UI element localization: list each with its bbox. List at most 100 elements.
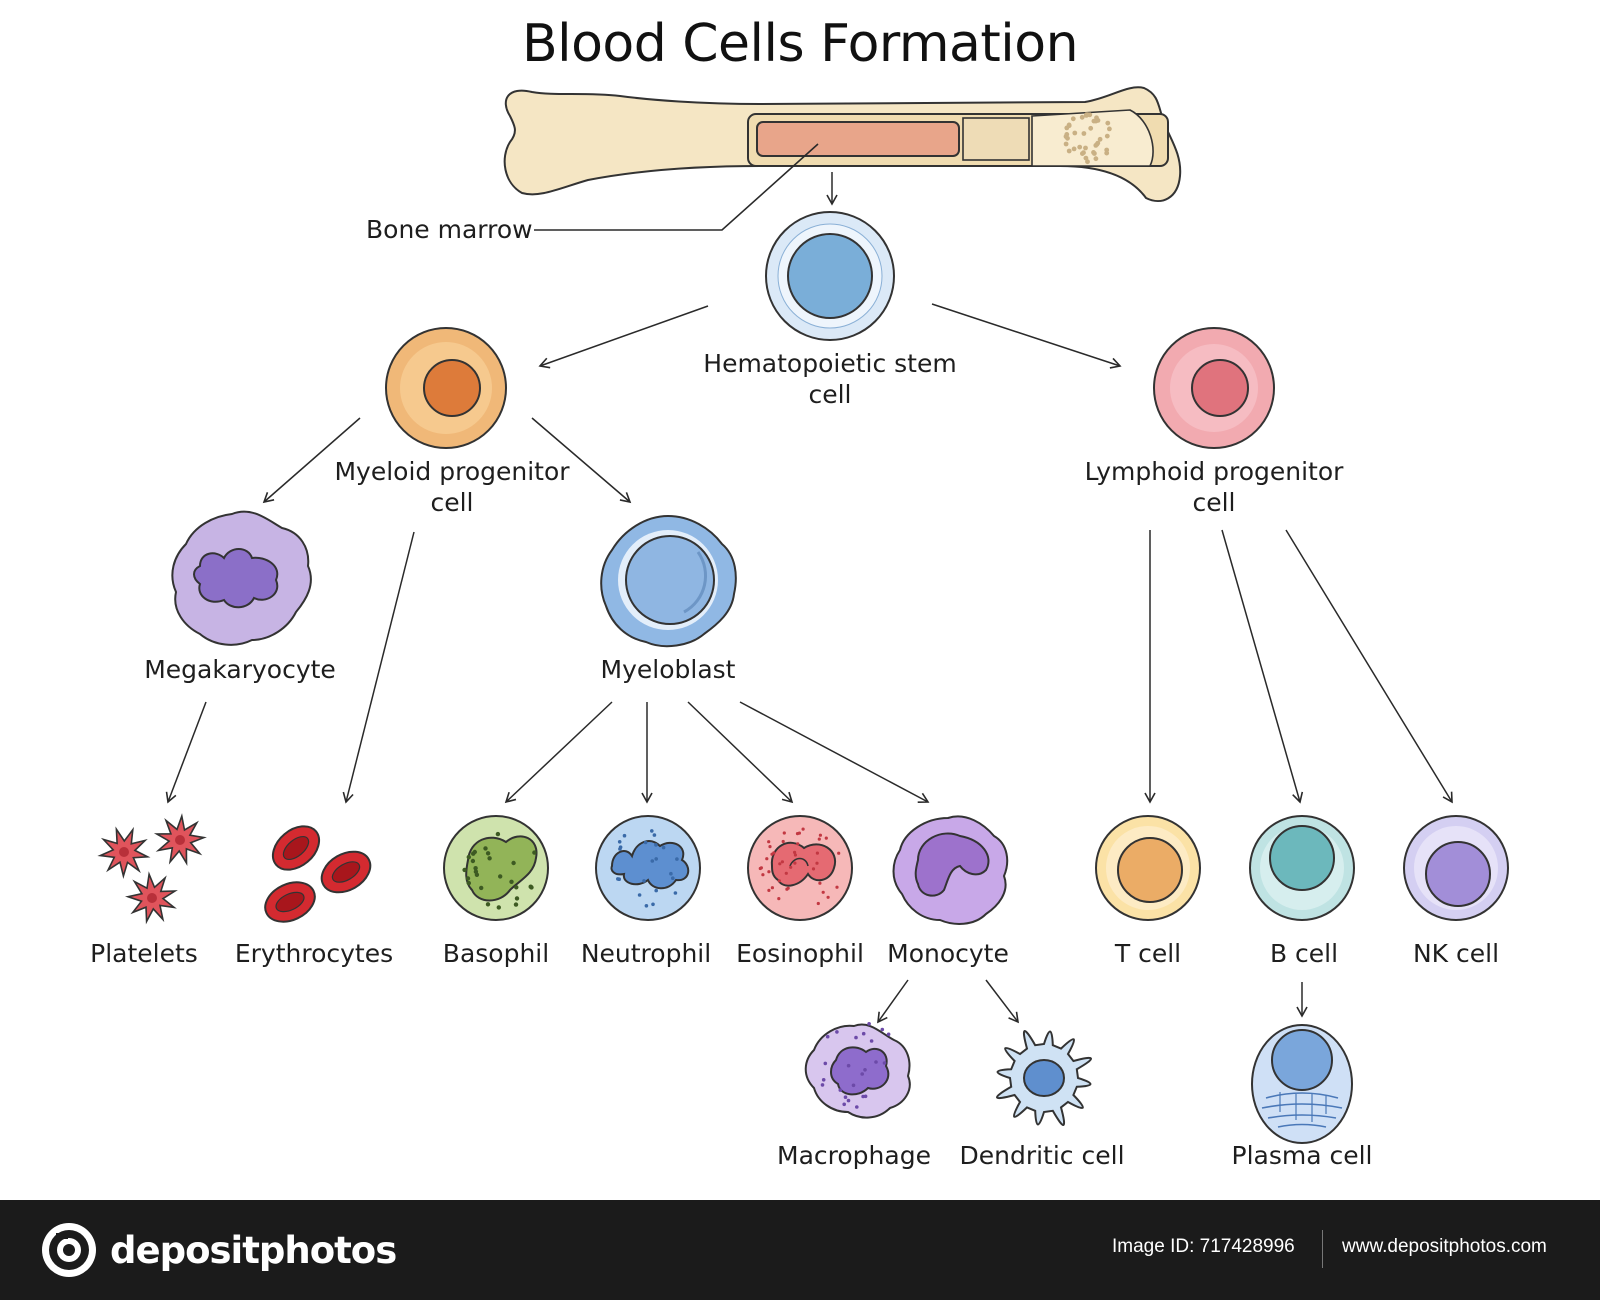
granule-dot [846, 1098, 851, 1103]
granule-dot [793, 861, 797, 865]
platelet-center [147, 893, 157, 903]
granule-dot [479, 885, 484, 891]
granule-dot [514, 896, 520, 901]
label-t-cell: T cell [1114, 939, 1182, 968]
arrow-monocyte-to-macrophage [877, 979, 909, 1024]
label-dendritic-cell: Dendritic cell [959, 1141, 1125, 1170]
granule-dot [1084, 112, 1089, 118]
granule-dot [861, 1094, 865, 1099]
granule-dot [761, 873, 765, 877]
label-eosinophil: Eosinophil [736, 939, 864, 968]
granule-dot [824, 836, 828, 840]
granule-dot [780, 860, 785, 864]
granule-dot [529, 885, 534, 890]
arrow-myeloblast-to-basophil [504, 701, 613, 804]
granule-dot [1093, 156, 1099, 162]
granule-dot [654, 843, 658, 847]
arrow-monocyte-to-dendritic [985, 979, 1019, 1024]
granule-dot [485, 851, 491, 856]
label-platelets: Platelets [90, 939, 198, 968]
granule-dot [1094, 115, 1099, 121]
erythrocytes-icon [264, 825, 372, 923]
arrow-megakaryocyte-to-platelets [165, 701, 207, 804]
granule-dot [1085, 159, 1090, 165]
granule-dot [767, 870, 771, 874]
granule-dot [818, 833, 823, 837]
lymphoid-progenitor-icon [1153, 327, 1275, 449]
granule-dot [473, 869, 479, 874]
granule-dot [487, 856, 492, 861]
granule-dot [498, 874, 503, 879]
granule-dot [826, 895, 830, 899]
granule-dot [473, 866, 478, 871]
arrow-hsc-to-myeloid [538, 305, 709, 369]
arrow-lymphoid-to-nk-cell [1285, 529, 1453, 804]
label-bone-marrow: Bone marrow [366, 215, 533, 244]
label-myeloid-progenitor: Myeloid progenitor cell [334, 457, 570, 517]
granule-dot [851, 1083, 856, 1088]
granule-dot [462, 867, 467, 873]
label-macrophage: Macrophage [777, 1141, 931, 1170]
neutrophil-icon [595, 815, 701, 921]
granule-dot [496, 905, 501, 910]
granule-dot [860, 1072, 864, 1076]
granule-dot [880, 1027, 885, 1032]
granule-dot [778, 862, 782, 866]
watermark-footer: depositphotos Image ID: 717428996 www.de… [0, 1200, 1600, 1300]
granule-dot [846, 1063, 851, 1068]
arrow-lymphoid-to-b-cell [1221, 529, 1304, 804]
granule-dot [1066, 148, 1072, 154]
arrow-myeloid-to-erythrocytes [342, 531, 415, 804]
granule-dot [532, 850, 537, 855]
granule-dot [1107, 126, 1112, 132]
granule-dot [1088, 125, 1094, 131]
granule-dot [466, 854, 471, 860]
marrow-region [756, 121, 960, 157]
label-megakaryocyte: Megakaryocyte [144, 655, 336, 684]
granule-dot [1087, 112, 1093, 118]
brand-logo[interactable]: depositphotos [40, 1220, 397, 1280]
granule-dot [842, 1102, 846, 1107]
granule-dot [650, 829, 654, 833]
granule-dot [673, 891, 678, 895]
granule-dot [637, 893, 642, 897]
granule-dot [1065, 135, 1070, 141]
granule-dot [617, 877, 621, 881]
granule-dot [837, 851, 841, 855]
granule-dot [1097, 136, 1103, 142]
granule-dot [786, 886, 790, 890]
granule-dot [1094, 141, 1100, 147]
granule-dot [617, 840, 622, 844]
arrow-hsc-to-lymphoid [931, 303, 1122, 369]
granule-dot [797, 831, 802, 835]
site-url-link[interactable]: www.depositphotos.com [1342, 1236, 1547, 1257]
granule-dot [855, 1105, 859, 1109]
granule-dot [777, 879, 781, 883]
label-b-cell: B cell [1269, 939, 1339, 968]
granule-dot [509, 879, 514, 884]
camera-logo-icon [42, 1223, 96, 1277]
label-plasma-cell: Plasma cell [1231, 1141, 1373, 1170]
granule-dot [777, 897, 781, 901]
granule-dot [820, 1083, 825, 1087]
granule-dot [818, 881, 822, 885]
granule-dot [465, 876, 471, 881]
granule-dot [1077, 144, 1083, 150]
label-neutrophil: Neutrophil [580, 939, 712, 968]
label-erythrocytes: Erythrocytes [234, 939, 394, 968]
granule-dot [1071, 146, 1077, 152]
granule-dot [801, 827, 805, 831]
granule-dot [838, 1088, 843, 1092]
myeloblast-icon [600, 514, 737, 648]
granule-dot [1063, 141, 1069, 147]
granule-dot [483, 846, 488, 851]
brand-name: depositphotos [110, 1228, 397, 1272]
eosinophil-icon [747, 815, 853, 921]
granule-dot [863, 1068, 867, 1072]
dendritic-cell-icon [996, 1030, 1092, 1126]
granule-dot [671, 876, 675, 880]
granule-dot [1104, 133, 1110, 139]
plasma-cell-icon [1251, 1024, 1353, 1144]
granule-dot [511, 860, 516, 866]
granule-dot [784, 871, 788, 875]
